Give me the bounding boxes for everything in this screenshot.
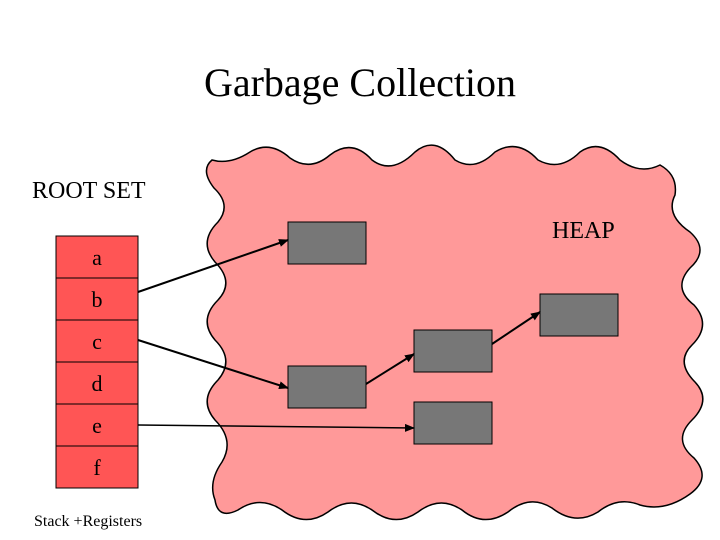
pointer-object-4-to-object-3 xyxy=(365,353,415,385)
heap-object-5 xyxy=(413,401,493,445)
root-set-label: ROOT SET xyxy=(32,178,146,204)
root-cell-f: f xyxy=(55,445,139,489)
heap-label: HEAP xyxy=(552,218,615,244)
root-cell-e: e xyxy=(55,403,139,447)
root-cell-f-label: f xyxy=(93,455,101,480)
pointer-e-to-object-5 xyxy=(137,423,415,432)
root-cell-a: a xyxy=(55,235,139,279)
pointer-c-to-object-4 xyxy=(137,339,289,390)
root-cell-a-label: a xyxy=(92,245,102,270)
heap-object-1 xyxy=(287,221,367,265)
pointer-object-3-to-object-2 xyxy=(491,311,541,345)
page-title: Garbage Collection xyxy=(204,60,516,105)
pointer-b-to-object-1 xyxy=(137,239,289,293)
root-cell-c: c xyxy=(55,319,139,363)
root-cell-b: b xyxy=(55,277,139,321)
root-cell-d: d xyxy=(55,361,139,405)
root-cell-b-label: b xyxy=(92,287,103,312)
heap-object-4 xyxy=(287,365,367,409)
heap-object-2 xyxy=(539,293,619,337)
root-set-stack: a b c d e f xyxy=(55,235,139,489)
root-cell-d-label: d xyxy=(92,371,103,396)
root-cell-c-label: c xyxy=(92,329,102,354)
root-cell-e-label: e xyxy=(92,413,102,438)
stack-registers-label: Stack +Registers xyxy=(34,513,142,530)
heap-object-3 xyxy=(413,329,493,373)
